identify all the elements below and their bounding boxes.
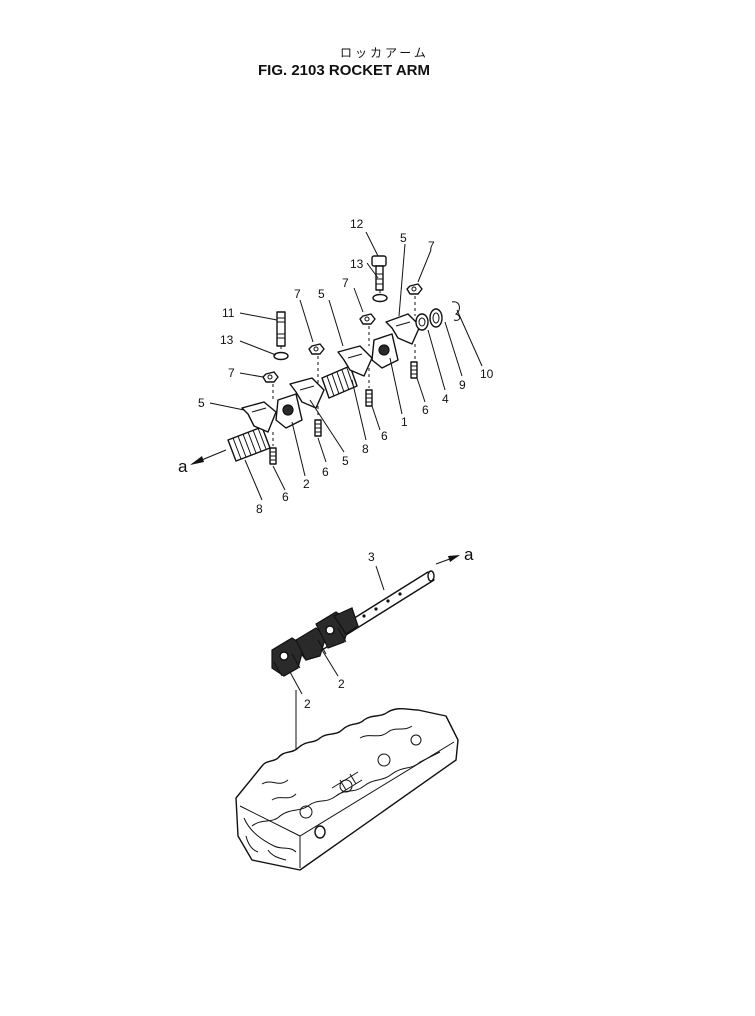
callout-8-left: 8 bbox=[256, 502, 263, 516]
callout-7-right: 7 bbox=[428, 239, 435, 253]
callout-6-right: 6 bbox=[422, 403, 429, 417]
callout-5-upper: 5 bbox=[318, 287, 325, 301]
cylinder-head bbox=[235, 708, 459, 871]
callout-13-upper: 13 bbox=[350, 257, 364, 271]
callout-5-left: 5 bbox=[198, 396, 205, 410]
callout-2-shaft-left: 2 bbox=[304, 697, 311, 711]
callout-5-right: 5 bbox=[400, 231, 407, 245]
callout-6-middle: 6 bbox=[322, 465, 329, 479]
washer-part-13-b bbox=[372, 293, 388, 303]
bolt-part-12 bbox=[371, 255, 387, 291]
adjust-screw-part-6-b bbox=[314, 419, 322, 437]
adjust-screw-part-6-a bbox=[269, 447, 277, 465]
rocker-arm-part-5-second bbox=[289, 377, 325, 409]
bracket-part-2-left bbox=[275, 393, 303, 429]
figure-title: FIG. 2103 ROCKET ARM bbox=[258, 62, 430, 79]
adjust-screw-part-6-d bbox=[410, 361, 418, 379]
rocker-arm-part-5-third bbox=[337, 345, 373, 377]
washer-part-13-a bbox=[273, 351, 289, 361]
callout-9: 9 bbox=[459, 378, 466, 392]
callout-2-upper: 2 bbox=[303, 477, 310, 491]
stud-bolt-part-11 bbox=[276, 311, 286, 347]
callout-5-lower: 5 bbox=[342, 454, 349, 468]
bracket-part-1 bbox=[371, 333, 399, 369]
callout-a-left: a bbox=[178, 457, 188, 476]
callout-7-left: 7 bbox=[228, 366, 235, 380]
rocker-assembly-cluster bbox=[271, 607, 359, 677]
adjust-screw-part-6-c bbox=[365, 389, 373, 407]
figure-title-japanese: ロッカアーム bbox=[340, 46, 429, 60]
callout-labels: 12 13 5 7 5 7 7 11 13 7 5 10 9 4 6 1 6 8… bbox=[178, 217, 494, 711]
nut-part-7-c bbox=[359, 313, 376, 325]
rocker-arm-part-5-left bbox=[241, 401, 277, 433]
callout-3: 3 bbox=[368, 550, 375, 564]
reference-arrow-a-right bbox=[435, 555, 460, 565]
callout-7-upper: 7 bbox=[342, 276, 349, 290]
callout-2-shaft-right: 2 bbox=[338, 677, 345, 691]
nut-part-7-b bbox=[308, 343, 325, 355]
leader-lines-upper bbox=[209, 231, 483, 501]
callout-a-right: a bbox=[464, 545, 474, 564]
callout-7-middle: 7 bbox=[294, 287, 301, 301]
callout-13-left: 13 bbox=[220, 333, 234, 347]
callout-12: 12 bbox=[350, 217, 364, 231]
callout-1: 1 bbox=[401, 415, 408, 429]
callout-8-middle: 8 bbox=[362, 442, 369, 456]
spring-part-8-left bbox=[227, 426, 271, 462]
reference-arrow-a-left bbox=[190, 449, 227, 465]
washer-part-9 bbox=[429, 308, 443, 328]
callout-10: 10 bbox=[480, 367, 494, 381]
spring-part-8-middle bbox=[321, 365, 358, 399]
callout-11: 11 bbox=[222, 306, 235, 320]
snap-ring-part-10 bbox=[451, 301, 461, 321]
callout-6-left: 6 bbox=[282, 490, 289, 504]
collar-part-4 bbox=[415, 313, 429, 331]
nut-part-7-d bbox=[406, 283, 423, 295]
callout-6-mid-right: 6 bbox=[381, 429, 388, 443]
nut-part-7-a bbox=[262, 371, 279, 383]
callout-4: 4 bbox=[442, 392, 449, 406]
rocker-arm-part-5-right bbox=[385, 313, 421, 345]
